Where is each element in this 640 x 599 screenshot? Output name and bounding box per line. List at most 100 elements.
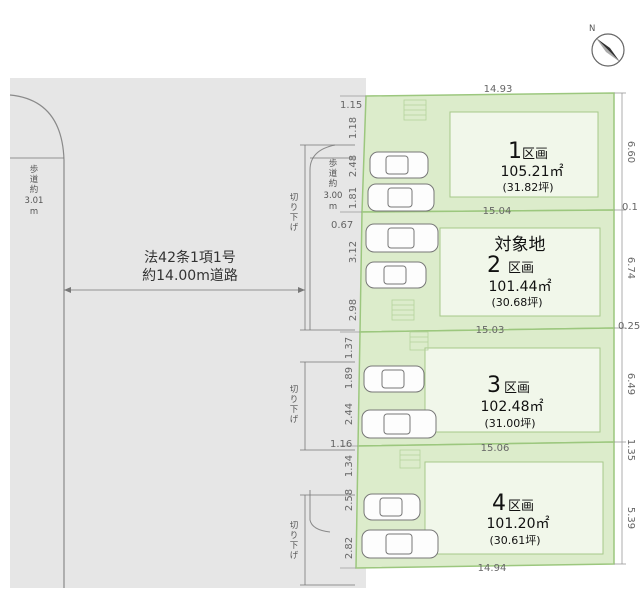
- svg-text:m: m: [329, 202, 337, 212]
- compass-label: N: [589, 24, 595, 34]
- dim-left-8: 1.89: [344, 367, 355, 389]
- road-label-2: 約14.00m道路: [142, 268, 238, 284]
- svg-text:歩: 歩: [329, 158, 338, 169]
- dim-right-3: 0.25: [618, 321, 640, 332]
- dim-top-0: 14.93: [484, 84, 513, 95]
- svg-text:101.20㎡: 101.20㎡: [487, 516, 550, 532]
- svg-text:区画: 区画: [504, 381, 530, 396]
- svg-text:m: m: [30, 207, 38, 217]
- car-2a: [365, 223, 439, 253]
- svg-text:道: 道: [329, 168, 338, 179]
- svg-text:1: 1: [508, 139, 522, 164]
- svg-text:3.00: 3.00: [324, 191, 343, 201]
- svg-text:区画: 区画: [508, 499, 534, 514]
- car-1b: [367, 183, 435, 212]
- compass-icon: N: [589, 24, 625, 67]
- target-label: 対象地: [495, 235, 546, 255]
- dim-left-9: 2.44: [344, 403, 355, 425]
- car-2b: [365, 261, 427, 289]
- dim-left-3: 1.81: [348, 187, 359, 209]
- dim-left-13: 2.82: [344, 537, 355, 559]
- svg-text:下: 下: [290, 541, 299, 551]
- svg-text:区画: 区画: [508, 261, 534, 276]
- svg-text:4: 4: [492, 491, 506, 516]
- svg-text:り: り: [290, 531, 299, 541]
- dim-left-1: 1.18: [348, 117, 359, 139]
- dim-top-3: 15.06: [481, 443, 510, 454]
- lot-2-label: 対象地 2 区画 101.44㎡ (30.68坪): [487, 235, 552, 309]
- left-ticks: [340, 95, 366, 569]
- dim-left-6: 2.98: [348, 299, 359, 321]
- svg-text:3: 3: [487, 373, 501, 398]
- arrow-left-icon: [64, 287, 71, 293]
- house-2: [439, 227, 601, 317]
- dim-right-4: 6.49: [625, 373, 636, 395]
- car-4a: [363, 493, 421, 521]
- houses: [424, 111, 604, 555]
- dim-top-1: 15.04: [483, 206, 512, 217]
- right-ticks: [614, 92, 626, 565]
- car-1a: [369, 151, 429, 179]
- sidewalk-line-lower: [309, 490, 331, 533]
- svg-text:105.21㎡: 105.21㎡: [501, 164, 564, 180]
- dim-left-7: 1.37: [344, 337, 355, 359]
- svg-text:3.01: 3.01: [25, 196, 44, 206]
- svg-text:区画: 区画: [522, 147, 548, 162]
- svg-text:(31.00坪): (31.00坪): [484, 417, 535, 430]
- svg-text:道: 道: [30, 174, 39, 185]
- cars: [361, 151, 439, 559]
- dim-left-2: 2.48: [348, 155, 359, 177]
- svg-text:切: 切: [290, 385, 299, 395]
- dim-right-6: 5.39: [625, 507, 636, 529]
- curb-cut-label-3: 切 り 下 げ: [290, 521, 299, 561]
- dim-left-12: 2.58: [344, 489, 355, 511]
- dim-right-2: 6.74: [625, 257, 636, 279]
- dim-left-4: 0.67: [331, 220, 353, 231]
- arrow-right-icon: [298, 287, 305, 293]
- lot-1-label: 1 区画 105.21㎡ (31.82坪): [501, 139, 564, 194]
- dim-left-5: 3.12: [348, 241, 359, 263]
- svg-text:(30.61坪): (30.61坪): [489, 534, 540, 547]
- svg-text:歩: 歩: [30, 164, 39, 175]
- lot-3-label: 3 区画 102.48㎡ (31.00坪): [481, 373, 544, 430]
- car-3b: [361, 409, 437, 439]
- svg-text:切: 切: [290, 521, 299, 531]
- svg-text:げ: げ: [290, 415, 299, 425]
- curb-cut-label-2: 切 り 下 げ: [290, 385, 299, 425]
- svg-text:下: 下: [290, 213, 299, 223]
- svg-text:切: 切: [290, 193, 299, 203]
- svg-text:2: 2: [487, 253, 501, 278]
- svg-text:下: 下: [290, 405, 299, 415]
- svg-text:げ: げ: [290, 223, 299, 233]
- svg-text:約: 約: [30, 184, 39, 195]
- dim-top-2: 15.03: [476, 325, 505, 336]
- svg-text:約: 約: [329, 178, 338, 189]
- svg-text:(31.82坪): (31.82坪): [502, 181, 553, 194]
- stairs: [391, 99, 429, 469]
- dim-right-0: 6.60: [625, 141, 636, 163]
- svg-text:102.48㎡: 102.48㎡: [481, 399, 544, 415]
- sidewalk-corner-curve: [9, 94, 65, 588]
- dim-left-11: 1.34: [344, 455, 355, 477]
- dim-right-5: 1.35: [625, 439, 636, 461]
- dim-left-10: 1.16: [330, 439, 352, 450]
- svg-text:げ: げ: [290, 551, 299, 561]
- car-3a: [363, 365, 425, 393]
- sidewalk-line-upper: [309, 144, 336, 330]
- road-area: [10, 78, 366, 588]
- lot-4-label: 4 区画 101.20㎡ (30.61坪): [487, 491, 550, 547]
- dim-right-1: 0.1: [622, 202, 638, 213]
- svg-text:(30.68坪): (30.68坪): [491, 296, 542, 309]
- car-4b: [361, 529, 439, 559]
- svg-text:101.44㎡: 101.44㎡: [489, 279, 552, 295]
- house-1: [449, 111, 599, 198]
- sidewalk-right-label: 歩 道 約 3.00 m: [324, 158, 343, 212]
- house-3: [424, 347, 601, 433]
- dim-top-4: 14.94: [478, 563, 507, 574]
- sidewalk-left-label: 歩 道 約 3.01 m: [25, 164, 44, 217]
- svg-text:り: り: [290, 395, 299, 405]
- house-4: [424, 461, 604, 555]
- curb-cut-brackets: [300, 144, 355, 586]
- dim-left-0: 1.15: [340, 100, 362, 111]
